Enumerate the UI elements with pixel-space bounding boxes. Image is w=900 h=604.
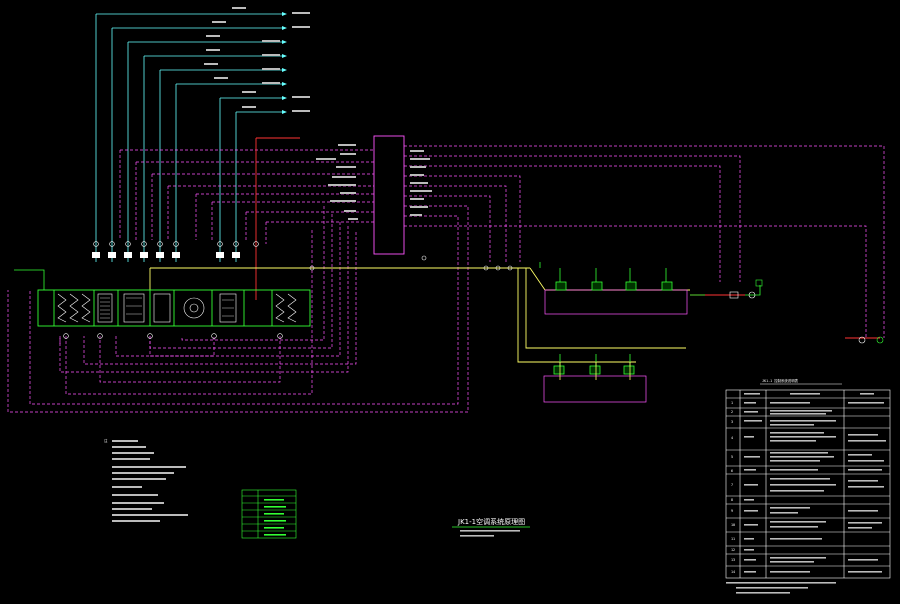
control-table-row-number: 6 [731, 469, 733, 473]
sensor-tag-blocks [204, 7, 310, 112]
ddc-terminal-tags [316, 144, 432, 220]
control-table-row-number: 9 [731, 509, 733, 513]
control-table-row-number: 13 [731, 558, 735, 562]
terminal-units-upper [555, 281, 673, 291]
legend-table [241, 489, 297, 539]
control-table-row-number: 7 [731, 483, 733, 487]
ahu-filter-sections [57, 293, 297, 323]
notes-block: 注 [104, 438, 188, 522]
control-signal-lines-dashed [7, 145, 885, 413]
control-table-row-number: 8 [731, 498, 733, 502]
control-table-row-number: 3 [731, 420, 733, 424]
ahu-coil-hatching [100, 297, 234, 319]
legend-table-text [264, 499, 286, 536]
control-table-row-number: 5 [731, 455, 733, 459]
ahu-valve-symbols [63, 241, 513, 339]
control-table-row-number: 14 [731, 570, 735, 574]
sensor-signal-lines [95, 13, 282, 262]
terminal-group-lower [543, 375, 647, 403]
terminal-risers-lower [559, 362, 631, 380]
terminal-group-upper [544, 289, 688, 315]
right-side-devices [729, 279, 884, 344]
control-table-row-number: 10 [731, 523, 735, 527]
ddc-controller [373, 135, 405, 255]
terminal-units-lower [553, 365, 635, 375]
control-table-row-number: 12 [731, 548, 735, 552]
drawing-title: JK1-1空调系统原理图 [457, 517, 525, 526]
control-table-title: JK1-1 控制系统说明表 [762, 378, 799, 383]
control-table-row-number: 2 [731, 410, 733, 414]
control-table-row-number: 1 [731, 401, 733, 405]
ahu-valve-bodies [92, 252, 240, 258]
notes-heading: 注 [104, 438, 108, 443]
drawing-title-block: JK1-1空调系统原理图 [452, 517, 530, 537]
control-table-row-number: 4 [731, 436, 733, 440]
sensor-arrow-heads [282, 12, 287, 114]
control-table-row-number: 11 [731, 537, 735, 541]
air-handling-unit [37, 289, 311, 327]
